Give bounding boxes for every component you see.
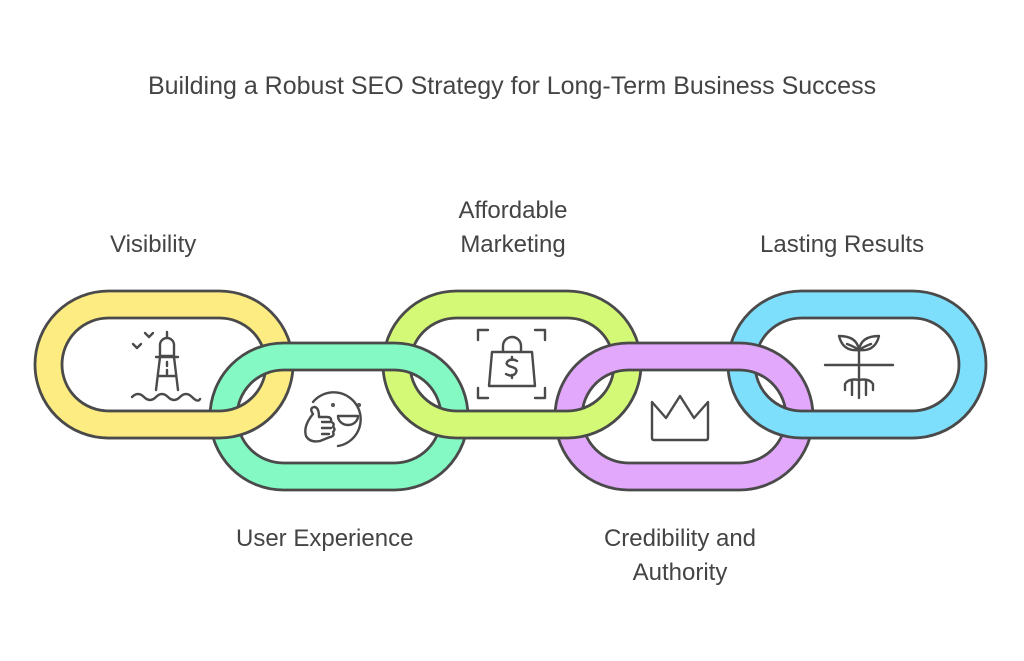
label-visibility: Visibility [110,231,197,258]
chain-link-2 [208,341,470,492]
smiley-thumbs-up-icon [304,391,362,448]
label-credibility-authority: Credibility and Authority [603,525,757,586]
chain-link-4 [553,341,815,492]
label-affordable-marketing: Affordable Marketing [458,197,568,258]
diagram-title: Building a Robust SEO Strategy for Long-… [147,72,877,100]
lighthouse-icon [130,330,202,402]
label-user-experience: User Experience [236,525,414,552]
shopping-bag-dollar-icon [476,328,547,400]
crown-icon [650,394,710,442]
chain-link-1 [38,392,290,440]
chain-link-5 [731,392,983,440]
sprout-roots-icon [823,334,895,400]
chain-link-3 [386,392,638,440]
label-lasting-results: Lasting Results [760,231,925,258]
